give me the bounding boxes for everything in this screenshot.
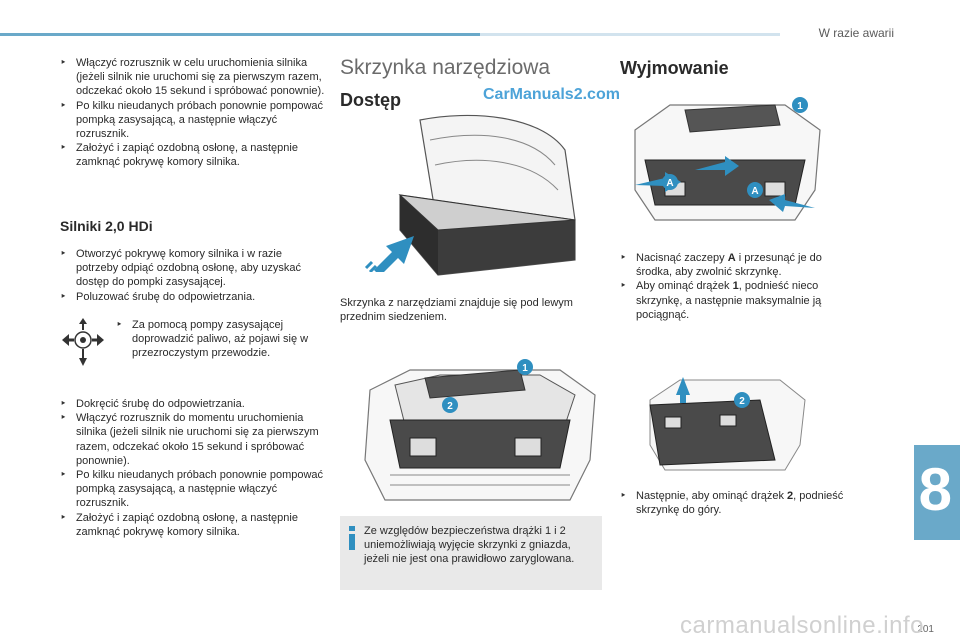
fuel-pump-icon (62, 318, 104, 366)
carmanuals-logo: CarManuals2.com (483, 86, 620, 103)
page-number: 201 (917, 624, 934, 635)
list-item: Za pomocą pompy zasysającej doprowadzić … (116, 318, 316, 361)
removal-diagram-2: 2 (649, 377, 806, 471)
toolbox-diagram: 1 2 (364, 359, 596, 501)
diagram-label: A (666, 178, 673, 189)
list-item: Następnie, aby ominąć drążek 2, podnieść… (620, 489, 870, 517)
list-item: Po kilku nieudanych próbach ponownie pom… (60, 99, 325, 142)
chapter-number: 8 (918, 456, 952, 523)
pump-note: Za pomocą pompy zasysającej doprowadzić … (116, 318, 316, 361)
diagram-label: 1 (522, 363, 528, 374)
final-bullets: Dokręcić śrubę do odpowietrzania. Włączy… (60, 397, 325, 539)
info-box: Ze względów bezpieczeństwa drążki 1 i 2 … (340, 516, 602, 590)
list-item: Otworzyć pokrywę komory silnika i w razi… (60, 247, 325, 290)
toolbox-caption: Skrzynka z narzędziami znajduje się pod … (340, 297, 573, 324)
diagram-label: 2 (739, 396, 745, 407)
diagram-label: 2 (447, 401, 453, 412)
chapter-tab (914, 445, 960, 540)
info-text: Ze względów bezpieczeństwa drążki 1 i 2 … (364, 525, 575, 566)
engine-heading: Silniki 2,0 HDi (60, 218, 153, 234)
list-item: Włączyć rozrusznik w celu uruchomienia s… (60, 56, 325, 99)
list-item: Aby ominąć drążek 1, podnieść nieco skrz… (620, 279, 860, 322)
list-item: Dokręcić śrubę do odpowietrzania. (60, 397, 325, 411)
section-title: W razie awarii (818, 26, 894, 40)
list-item: Włączyć rozrusznik do momentu uruchomien… (60, 411, 325, 468)
list-item: Założyć i zapiąć ozdobną osłonę, a nastę… (60, 141, 325, 169)
diagram-label: A (751, 186, 758, 197)
access-heading: Dostęp (340, 90, 402, 110)
removal-heading: Wyjmowanie (620, 58, 729, 78)
list-item: Założyć i zapiąć ozdobną osłonę, a nastę… (60, 511, 325, 539)
intro-bullets: Włączyć rozrusznik w celu uruchomienia s… (60, 56, 325, 170)
list-item: Poluzować śrubę do odpowietrzania. (60, 290, 325, 304)
header-accent-bar (0, 33, 480, 36)
header-accent-bar-light (480, 33, 780, 36)
engine-bullets: Otworzyć pokrywę komory silnika i w razi… (60, 247, 325, 304)
watermark: carmanualsonline.info (680, 612, 924, 639)
list-item: Nacisnąć zaczepy A i przesunąć je do śro… (620, 251, 860, 279)
diagram-label: 1 (797, 101, 803, 112)
removal-bullets-2: Następnie, aby ominąć drążek 2, podnieść… (620, 489, 870, 517)
seat-illustration (398, 114, 576, 276)
arrow-icon (364, 236, 414, 272)
list-item: Po kilku nieudanych próbach ponownie pom… (60, 468, 325, 511)
removal-diagram-1: 1 A A (634, 97, 821, 221)
toolbox-title: Skrzynka narzędziowa (340, 56, 551, 79)
info-icon (349, 526, 355, 550)
removal-bullets-1: Nacisnąć zaczepy A i przesunąć je do śro… (620, 251, 860, 322)
